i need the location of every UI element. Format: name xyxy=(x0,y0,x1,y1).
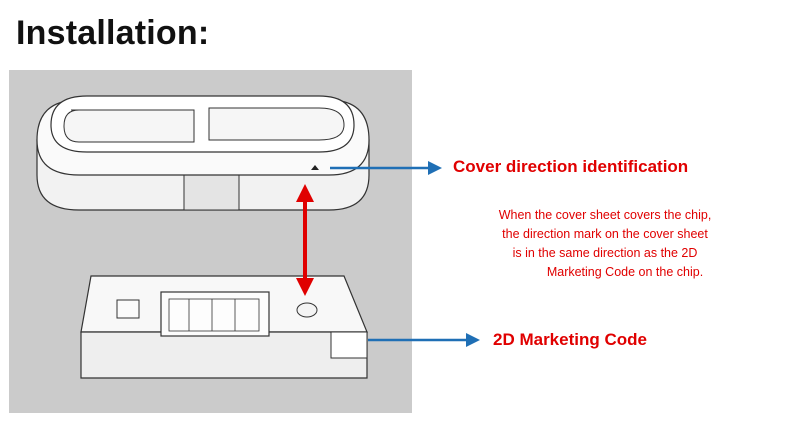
3d-model-illustration xyxy=(9,70,412,413)
page-title: Installation: xyxy=(16,14,210,52)
cover-sheet xyxy=(36,95,370,211)
note-line: Marketing Code on the chip. xyxy=(546,265,704,279)
note-line: the direction mark on the cover sheet xyxy=(502,227,708,241)
cover-direction-label: Cover direction identification xyxy=(453,157,689,176)
installation-note: When the cover sheet covers the chip, th… xyxy=(470,206,740,282)
alignment-double-arrow xyxy=(296,184,314,296)
marketing-code-label: 2D Marketing Code xyxy=(493,330,647,349)
note-line: When the cover sheet covers the chip, xyxy=(498,208,712,222)
cover-direction-pointer-arrow xyxy=(330,161,442,175)
marketing-code-pointer-arrow xyxy=(368,333,480,347)
chip-body xyxy=(80,275,368,379)
note-line: is in the same direction as the 2D xyxy=(512,246,698,260)
